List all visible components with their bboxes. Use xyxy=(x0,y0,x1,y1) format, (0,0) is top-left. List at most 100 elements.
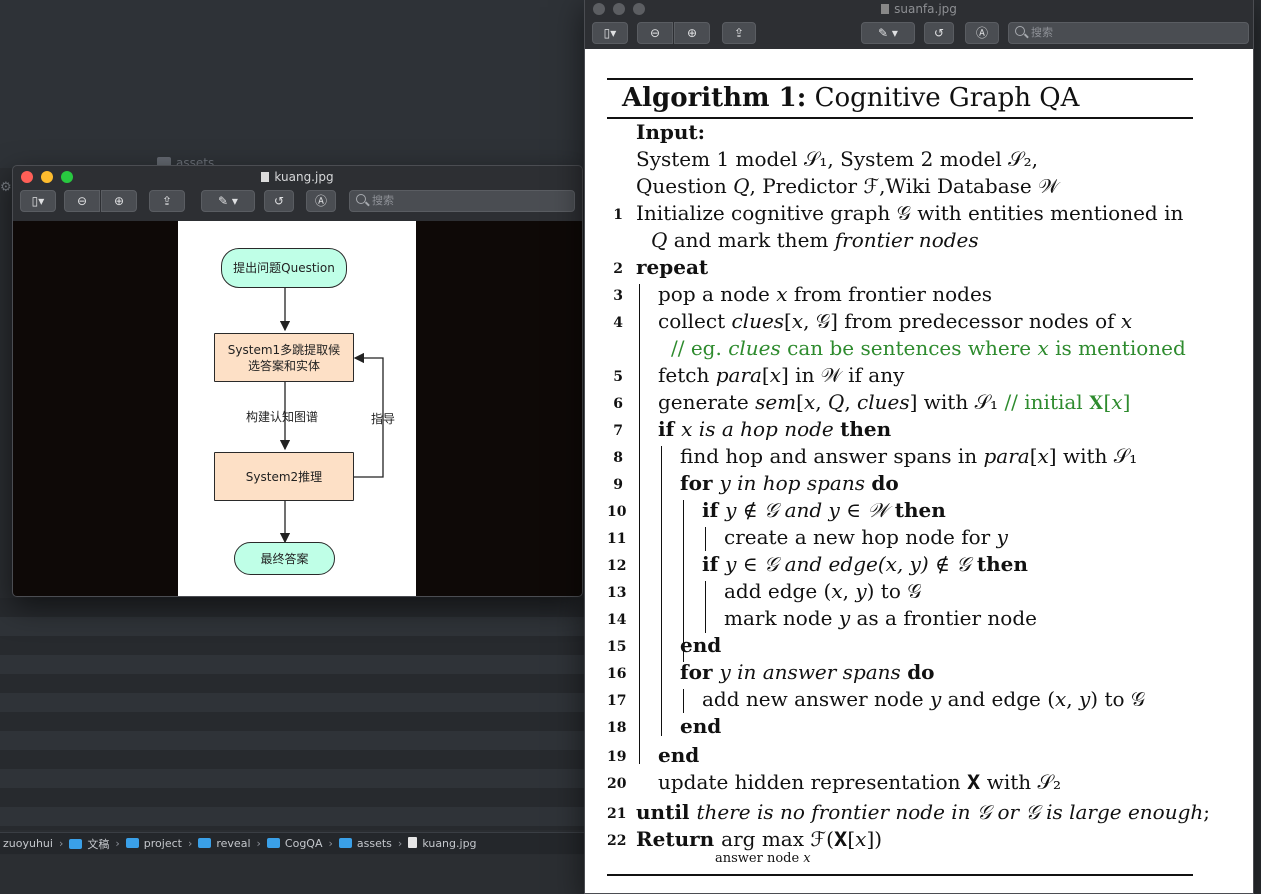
alg-line-17: add new answer node 𝑦 and edge (𝑥, 𝑦) to… xyxy=(702,687,1146,711)
line-number: 20 xyxy=(607,776,627,792)
system1-label-line1: System1多跳提取候 xyxy=(227,342,341,357)
alg-line-19: end xyxy=(658,743,700,767)
alg-line-3: pop a node 𝑥 from frontier nodes xyxy=(658,282,993,306)
alg-line-4-comment: // eg. 𝑐𝑙𝑢𝑒𝑠 can be sentences where 𝑥 is… xyxy=(671,336,1186,360)
chevron-right-icon: › xyxy=(58,837,64,850)
toolbar: ▯▾ ⊖ ⊕ ⇪ ✎ ▾ ↺ Ⓐ 搜索 xyxy=(13,188,582,216)
line-number: 9 xyxy=(613,477,623,493)
folder-icon xyxy=(125,838,139,848)
close-button[interactable] xyxy=(21,171,33,183)
alg-line-5: fetch 𝑝𝑎𝑟𝑎[𝑥] in 𝒲 if any xyxy=(658,363,905,387)
line-number: 11 xyxy=(607,531,627,547)
close-button[interactable] xyxy=(593,3,605,15)
share-icon: ⇪ xyxy=(733,26,745,40)
minimize-button[interactable] xyxy=(613,3,625,15)
chevron-right-icon: › xyxy=(187,837,193,850)
breadcrumb-item-cogqa[interactable]: CogQA xyxy=(266,837,322,850)
for-hop-block-bar xyxy=(683,500,684,662)
window-titlebar[interactable]: kuang.jpg xyxy=(13,166,582,188)
alg-line-7: if 𝑥 is a hop node then xyxy=(658,417,892,441)
alg-line-16: for 𝑦 in answer spans do xyxy=(680,660,935,684)
line-number: 8 xyxy=(613,450,623,466)
line-number: 13 xyxy=(607,585,627,601)
zoom-button[interactable] xyxy=(633,3,645,15)
folder-icon xyxy=(69,838,83,849)
zoom-button[interactable] xyxy=(61,171,73,183)
zoom-out-icon: ⊖ xyxy=(76,194,88,208)
gear-icon[interactable]: ⚙ xyxy=(0,180,12,195)
alg-line-15: end xyxy=(680,633,722,657)
markup-pen-button[interactable]: ✎ ▾ xyxy=(201,190,255,212)
rotate-button[interactable]: ↺ xyxy=(924,22,954,44)
if-block-bar xyxy=(661,446,662,736)
arrow-feedback xyxy=(353,352,384,478)
sidebar-toggle-button[interactable]: ▯▾ xyxy=(592,22,628,44)
breadcrumb-item-documents[interactable]: 文稿 xyxy=(69,836,109,852)
pen-icon: ✎ ▾ xyxy=(218,194,238,208)
alg-line-22-subscript: answer node 𝑥 xyxy=(715,851,811,866)
title-rule xyxy=(607,117,1193,119)
alg-line-21: until there is no frontier node in 𝒢 or … xyxy=(636,800,1211,824)
alg-line-9: for 𝑦 in hop spans do xyxy=(680,471,899,495)
background-window-bottom xyxy=(0,855,585,894)
line-number: 22 xyxy=(607,833,627,849)
image-file-icon xyxy=(881,4,890,14)
chevron-right-icon: › xyxy=(256,837,261,850)
line-number: 18 xyxy=(607,720,627,736)
alg-line-8: find hop and answer spans in 𝑝𝑎𝑟𝑎[𝑥] wit… xyxy=(680,444,1138,468)
search-icon xyxy=(1015,26,1025,36)
line-number: 17 xyxy=(607,693,627,709)
minimize-button[interactable] xyxy=(41,171,53,183)
alg-line-4: collect 𝑐𝑙𝑢𝑒𝑠[𝑥, 𝒢] from predecessor nod… xyxy=(658,309,1133,333)
breadcrumb-item-project[interactable]: project xyxy=(125,837,182,850)
bottom-rule xyxy=(607,874,1193,876)
algorithm-image: Algorithm 1: Cognitive Graph QA Input: S… xyxy=(585,49,1253,893)
share-button[interactable]: ⇪ xyxy=(149,190,185,212)
zoom-out-button[interactable]: ⊖ xyxy=(637,22,673,44)
repeat-block-bar xyxy=(639,284,640,764)
search-input[interactable]: 搜索 xyxy=(349,190,575,212)
flowchart-image: 提出问题Question System1多跳提取候 选答案和实体 构建认知图谱 … xyxy=(178,221,416,596)
alg-line-10: if 𝑦 ∉ 𝒢 and 𝑦 ∈ 𝒲 then xyxy=(702,498,946,522)
markup-toolbar-button[interactable]: Ⓐ xyxy=(306,190,336,212)
search-input[interactable]: 搜索 xyxy=(1008,22,1249,44)
rotate-icon: ↺ xyxy=(933,26,945,40)
sidebar-icon: ▯▾ xyxy=(603,26,617,40)
kuang-preview-window: kuang.jpg ▯▾ ⊖ ⊕ ⇪ ✎ ▾ ↺ Ⓐ 搜索 xyxy=(12,165,583,597)
zoom-in-button[interactable]: ⊕ xyxy=(101,190,137,212)
line-number: 7 xyxy=(613,423,623,439)
search-placeholder: 搜索 xyxy=(1031,26,1053,39)
flow-node-system2: System2推理 xyxy=(214,452,354,501)
pen-icon: ✎ ▾ xyxy=(878,26,898,40)
system1-label-line2: 选答案和实体 xyxy=(247,358,320,373)
alg-line-18: end xyxy=(680,714,722,738)
breadcrumb-item-assets[interactable]: assets xyxy=(338,837,392,850)
suanfa-preview-window: suanfa.jpg ▯▾ ⊖ ⊕ ⇪ ✎ ▾ ↺ Ⓐ 搜索 Algorithm… xyxy=(584,0,1254,894)
share-icon: ⇪ xyxy=(161,194,173,208)
sidebar-toggle-button[interactable]: ▯▾ xyxy=(20,190,56,212)
rotate-button[interactable]: ↺ xyxy=(264,190,294,212)
alg-line-13: add edge (𝑥, 𝑦) to 𝒢 xyxy=(724,579,922,603)
input-line-2: Question 𝑄, Predictor ℱ,Wiki Database 𝒲 xyxy=(636,174,1060,198)
markup-toolbar-button[interactable]: Ⓐ xyxy=(965,22,999,44)
line-number: 21 xyxy=(607,806,627,822)
alg-line-1a: Initialize cognitive graph 𝒢 with entiti… xyxy=(636,201,1184,225)
window-titlebar[interactable]: suanfa.jpg xyxy=(585,0,1253,20)
markup-pen-button[interactable]: ✎ ▾ xyxy=(861,22,915,44)
breadcrumb-item-user[interactable]: zuoyuhui xyxy=(3,837,53,850)
input-line-1: System 1 model 𝒮₁, System 2 model 𝒮₂, xyxy=(636,147,1038,171)
alg-line-1b: 𝑄 and mark them frontier nodes xyxy=(651,228,979,252)
zoom-out-button[interactable]: ⊖ xyxy=(64,190,100,212)
breadcrumb-item-file[interactable]: kuang.jpg xyxy=(408,837,477,850)
alg-line-11: create a new hop node for 𝑦 xyxy=(724,525,1008,549)
zoom-in-button[interactable]: ⊕ xyxy=(674,22,710,44)
alg-line-22: Return arg max ℱ(𝐗[𝑥]) xyxy=(636,827,883,851)
flow-node-question: 提出问题Question xyxy=(221,248,347,288)
chevron-right-icon: › xyxy=(328,837,333,850)
if1-block-bar xyxy=(705,527,706,551)
markup-icon: Ⓐ xyxy=(314,194,327,208)
breadcrumb-item-reveal[interactable]: reveal xyxy=(198,837,251,850)
window-title: suanfa.jpg xyxy=(894,2,957,16)
background-window-top xyxy=(0,0,585,168)
share-button[interactable]: ⇪ xyxy=(722,22,756,44)
